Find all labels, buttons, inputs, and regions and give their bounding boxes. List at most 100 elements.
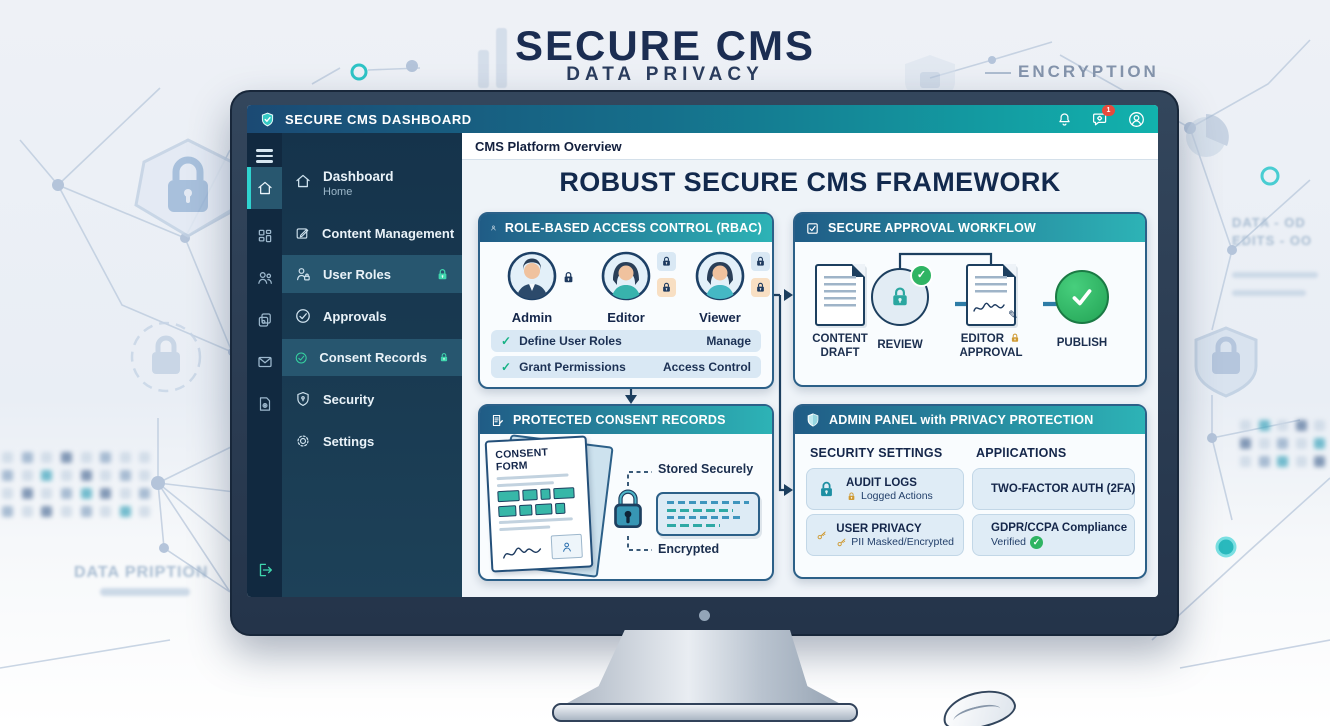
rbac-row-grant-permissions[interactable]: ✓ Grant Permissions Access Control [491,356,761,378]
left-caption-bar [100,588,190,596]
home-icon [256,179,274,197]
role-viewer: Viewer [676,250,770,325]
sidebar-item-content-management[interactable]: Content Management [282,218,462,248]
consent-panel-title: PROTECTED CONSENT RECORDS [513,413,726,427]
lock-icon [435,267,450,282]
audit-logs-card[interactable]: AUDIT LOGS Logged Actions [806,468,964,510]
notification-badge: 1 [1102,105,1115,116]
step-label-line1: CONTENT [812,333,868,345]
rbac-panel-title: ROLE-BASED ACCESS CONTROL (RBAC) [504,221,762,235]
notifications-button[interactable]: 1 [1091,105,1115,128]
sidebar-item-sublabel: Home [323,186,353,198]
logout-icon [256,561,274,579]
home-icon [294,172,312,190]
step-label-line2: APPROVAL [959,347,1023,360]
sidebar-item-label: Consent Records [319,350,428,365]
step-label-line1: PUBLISH [1056,337,1108,349]
rail-file-button[interactable] [247,387,282,421]
pie-chart-deco [1186,114,1229,157]
card-subtitle: Verified [991,536,1027,549]
user-avatar-icon[interactable] [1127,110,1146,129]
workflow-step-editor-approval: ✎ EDITOR APPROVAL [948,264,1034,361]
encryption-connector-line [985,72,1011,74]
approved-check-badge: ✓ [910,264,933,287]
right-code-bar-2 [1232,290,1306,296]
gold-lock-icon [846,491,857,502]
pages-icon [256,311,274,329]
sidebar-item-settings[interactable]: Settings [282,423,462,459]
step-label-line1: REVIEW [877,339,923,351]
app-title: SECURE CMS DASHBOARD [285,111,472,127]
consent-panel: PROTECTED CONSENT RECORDS CONSENT FORM [478,404,774,581]
rbac-row-label: Define User Roles [519,334,622,348]
rail-logout-button[interactable] [247,553,282,587]
sidebar-item-label: Settings [323,433,375,449]
sidebar-item-dashboard[interactable]: Dashboard Home [282,163,462,209]
document-pencil-icon [490,413,505,428]
lock-icon [559,268,578,287]
rail-mail-button[interactable] [247,345,282,379]
right-code-bar-1 [1232,272,1318,278]
sidebar-item-label: Approvals [323,308,387,324]
workflow-step-review: ✓ REVIEW [857,264,943,352]
sidebar-item-approvals[interactable]: Approvals [282,298,462,334]
hamburger-menu-button[interactable] [247,139,282,173]
shield-lock-left-deco [134,138,242,238]
sidebar-item-label: User Roles [323,266,391,282]
encrypted-data-card [656,492,760,536]
rail-grid-button[interactable] [247,219,282,253]
applications-header: APPlICATIONS [976,446,1067,460]
breadcrumb: CMS Platform Overview [462,133,1158,160]
rail-home-button[interactable] [247,171,282,205]
gdpr-card[interactable]: GDPR/CCPA Compliance Verified✓ [972,514,1135,556]
verified-check-icon: ✓ [1030,535,1044,549]
card-subtitle: PII Masked/Encrypted [851,536,954,549]
user-privacy-card[interactable]: USER PRIVACY PII Masked/Encrypted [806,514,964,556]
rbac-roles: Admin [488,250,770,325]
pencil-icon: ✎ [1007,308,1018,322]
workflow-step-publish: PUBLISH [1039,270,1125,350]
lock-icon [751,278,770,297]
rbac-panel: ROLE-BASED ACCESS CONTROL (RBAC) [478,212,774,389]
role-admin: Admin [488,250,576,325]
admin-avatar [507,251,557,301]
publish-check-icon [1055,270,1109,324]
editor-avatar [601,251,651,301]
right-caption-2: EDITS - OO [1232,233,1313,248]
lock-icon [438,350,450,365]
security-settings-header: SECURITY SETTINGS [810,446,943,460]
consent-panel-header: PROTECTED CONSENT RECORDS [480,406,772,434]
signed-document-icon: ✎ [966,264,1018,326]
lock-icon [816,479,837,500]
rail-pages-button[interactable] [247,303,282,337]
hero-subtitle: DATA PRIVACY [566,64,764,85]
role-name: Admin [511,310,553,325]
sidebar-menu: Dashboard Home Content Management User R… [282,133,462,597]
review-lock-icon: ✓ [871,264,933,326]
grid-icon [256,227,274,245]
lock-icon [751,252,770,271]
sidebar-item-consent-records[interactable]: Consent Records [282,339,462,376]
sidebar-item-security[interactable]: Security [282,381,462,417]
card-subtitle: Logged Actions [861,490,933,503]
sidebar-item-user-roles[interactable]: User Roles [282,255,462,293]
card-title: TWO-FACTOR AUTH (2FA) [991,482,1136,495]
sidebar-item-label: Security [323,391,375,407]
rbac-row-define-roles[interactable]: ✓ Define User Roles Manage [491,330,761,352]
edit-icon [294,225,311,242]
user-roles-icon [294,265,312,283]
key-icon [816,525,827,546]
card-title: USER PRIVACY [836,522,922,535]
rail-users-button[interactable] [247,261,282,295]
admin-panel: ADMIN PANEL with PRIVACY PROTECTION SECU… [793,404,1147,579]
bar-chart-deco [478,28,507,88]
check-circle-icon [294,307,312,325]
breadcrumb-label: CMS Platform Overview [475,138,622,154]
card-title: AUDIT LOGS [846,476,917,489]
two-factor-card[interactable]: TWO-FACTOR AUTH (2FA) [972,468,1135,510]
bell-icon[interactable] [1056,111,1073,128]
monitor-camera-dot [699,610,710,621]
main-content: CMS Platform Overview ROBUST SECURE CMS … [462,133,1158,597]
